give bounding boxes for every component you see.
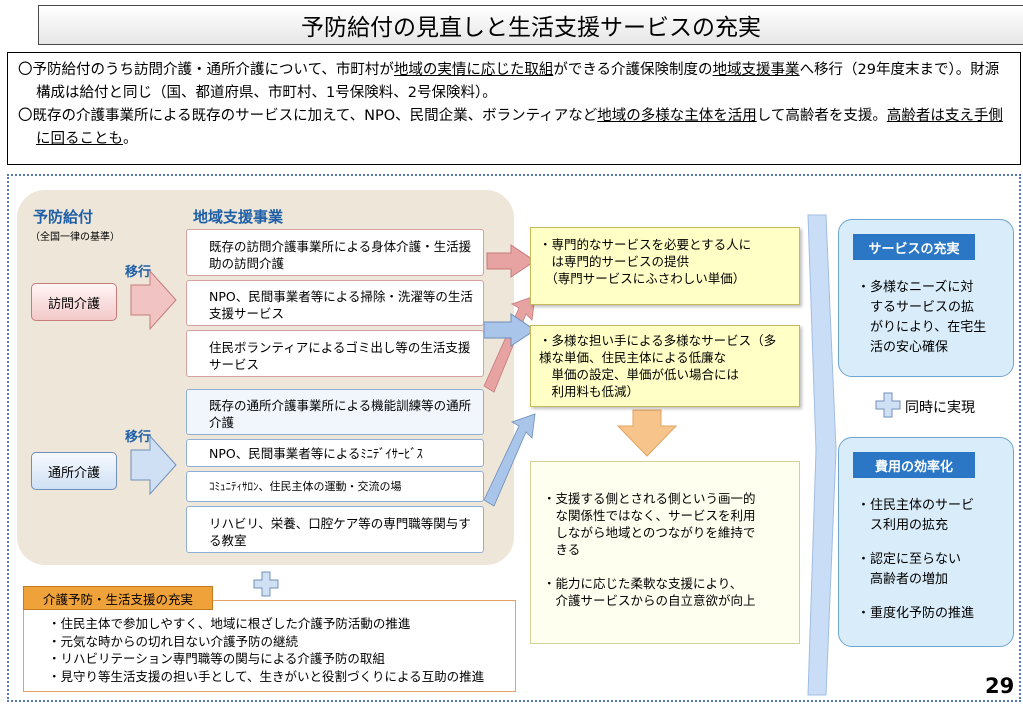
houmon-kaigo-box: 訪問介護 <box>31 283 117 321</box>
blue-arrow-diagonal <box>483 413 536 507</box>
care-prevention-box: ・住民主体で参加しやすく、地域に根ざした介護予防活動の推進 ・元気な時からの切れ… <box>23 600 516 692</box>
orange-down-arrow <box>616 409 678 457</box>
blue-arrow-to-diverse <box>483 313 536 347</box>
box-line: しながら地域とのつながりを維持で <box>543 525 756 540</box>
box-line: な関係性ではなく、サービスを利用 <box>543 508 756 523</box>
summary-text: ができる介護保険制度の <box>553 62 713 78</box>
panel-line: するサービスの拡 <box>857 300 975 315</box>
summary-paragraph-2: 〇既存の介護事業所による既存のサービスに加えて、NPO、民間企業、ボランティアな… <box>18 105 1010 151</box>
box-line: 単価の設定、単価が低い場合には <box>539 367 740 382</box>
panel-line: 活の安心確保 <box>857 340 949 355</box>
summary-text: 。 <box>123 131 138 147</box>
tsusho-kaigo-box: 通所介護 <box>31 452 117 490</box>
box-line: ・支援する側とされる側という画一的 <box>543 491 756 506</box>
box-line: ・専門的なサービスを必要とする人に <box>539 237 752 252</box>
ikou-label-2: 移行 <box>125 430 152 445</box>
chiiki-label: 地域支援事業 <box>193 208 284 226</box>
box-line: 様な単価、住民主体による低廉な <box>539 350 727 365</box>
box-line: （専門サービスにふさわしい単価） <box>539 271 746 286</box>
panel-line: 高齢者の増加 <box>857 572 949 587</box>
care-item: ・リハビリテーション専門職等の関与による介護予防の取組 <box>48 651 385 666</box>
summary-underline: 地域の多様な主体を活用 <box>597 108 757 124</box>
summary-text: 〇既存の介護事業所による既存のサービスに加えて、NPO、民間企業、ボランティアな… <box>18 108 598 124</box>
summary-underline: 高齢者は支え手側に回ることも <box>36 108 1003 147</box>
yobo-sub-label: （全国一律の基準） <box>30 232 120 243</box>
panel-line: ス利用の拡充 <box>857 518 949 533</box>
service-volunteer-garbage: 住民ボランティアによるゴミ出し等の生活支援サービス <box>186 330 484 377</box>
panel-line: ・住民主体のサービ <box>857 498 975 513</box>
panel-line: ・多様なニーズに対 <box>857 280 974 295</box>
effects-box: ・支援する側とされる側という画一的 な関係性ではなく、サービスを利用 しながら地… <box>530 461 800 644</box>
care-item: ・元気な時からの切れ目ない介護予防の継続 <box>48 633 299 649</box>
service-community-salon: ｺﾐｭﾆﾃｨｻﾛﾝ、住民主体の運動・交流の場 <box>186 471 484 502</box>
diverse-service-box: ・多様な担い手による多様なサービス（多 様な単価、住民主体による低廉な 単価の設… <box>530 325 800 407</box>
panel-line: がりにより、在宅生 <box>857 320 987 335</box>
service-enhancement-text: ・多様なニーズに対 するサービスの拡 がりにより、在宅生 活の安心確保 <box>857 278 986 358</box>
migrate-arrow-pink <box>130 269 177 331</box>
service-mini-day: NPO、民間事業者等によるﾐﾆﾃﾞｲｻｰﾋﾞｽ <box>186 439 484 467</box>
care-item: ・見守り等生活支援の担い手として、生きがいと役割づくりによる互助の推進 <box>48 668 485 684</box>
pink-arrow-diagonal <box>483 295 536 393</box>
summary-paragraph-1: 〇予防給付のうち訪問介護・通所介護について、市町村が地域の実情に応じた取組ができ… <box>18 59 1010 105</box>
box-line: ・能力に応じた柔軟な支援により、 <box>543 576 743 591</box>
yobo-label: 予防給付 <box>33 208 94 226</box>
care-item: ・住民主体で参加しやすく、地域に根ざした介護予防活動の推進 <box>48 616 411 631</box>
big-chevron-arrow <box>807 214 837 696</box>
migrate-arrow-blue <box>130 434 177 496</box>
page-number: 29 <box>985 674 1015 698</box>
box-line: は専門的サービスの提供 <box>539 254 690 269</box>
service-enhancement-panel: サービスの充実 ・多様なニーズに対 するサービスの拡 がりにより、在宅生 活の安… <box>838 219 1014 377</box>
box-line: 介護サービスからの自立意欲が向上 <box>543 593 756 608</box>
summary-underline: 地域支援事業 <box>712 62 800 78</box>
service-npo-life-support: NPO、民間事業者等による掃除・洗濯等の生活支援サービス <box>186 280 484 326</box>
service-houmon-existing: 既存の訪問介護事業所による身体介護・生活援助の訪問介護 <box>186 229 484 276</box>
service-enhancement-header: サービスの充実 <box>853 234 975 260</box>
specialized-service-box: ・専門的なサービスを必要とする人に は専門的サービスの提供 （専門サービスにふさ… <box>530 227 800 305</box>
plus-icon-same-time <box>875 392 901 418</box>
plus-icon-care <box>253 571 279 597</box>
cost-efficiency-header: 費用の効率化 <box>853 452 975 478</box>
summary-text: 〇予防給付のうち訪問介護・通所介護について、市町村が <box>18 62 394 78</box>
summary-box: 〇予防給付のうち訪問介護・通所介護について、市町村が地域の実情に応じた取組ができ… <box>7 52 1021 165</box>
ikou-label-1: 移行 <box>125 265 152 280</box>
page-title: 予防給付の見直しと生活支援サービスの充実 <box>38 5 1023 45</box>
pink-arrow-to-specialized <box>486 244 536 278</box>
care-prevention-header: 介護予防・生活支援の充実 <box>23 586 213 610</box>
box-line: ・多様な担い手による多様なサービス（多 <box>539 333 777 348</box>
service-tsusho-existing: 既存の通所介護事業所による機能訓練等の通所介護 <box>186 389 484 435</box>
box-line: 利用料も低減） <box>539 384 640 399</box>
same-time-label: 同時に実現 <box>905 400 975 416</box>
summary-underline: 地域の実情に応じた取組 <box>393 62 554 78</box>
panel-line: ・認定に至らない <box>857 552 962 567</box>
summary-text: へ移行（29年度末まで）。財源構成は給付と同じ（国、都道府県、市町村、1号保険料… <box>36 62 1000 101</box>
diagram-frame <box>7 174 1021 702</box>
cost-efficiency-panel: 費用の効率化 ・住民主体のサービ ス利用の拡充 ・認定に至らない 高齢者の増加 … <box>838 437 1014 647</box>
summary-text: して高齢者を支援。 <box>756 108 887 124</box>
panel-line: ・重度化予防の推進 <box>857 606 975 621</box>
service-rehab-class: リハビリ、栄養、口腔ケア等の専門職等関与する教室 <box>186 506 484 553</box>
box-line: きる <box>543 542 581 557</box>
cost-efficiency-text: ・住民主体のサービ ス利用の拡充 ・認定に至らない 高齢者の増加 ・重度化予防の… <box>857 496 974 624</box>
